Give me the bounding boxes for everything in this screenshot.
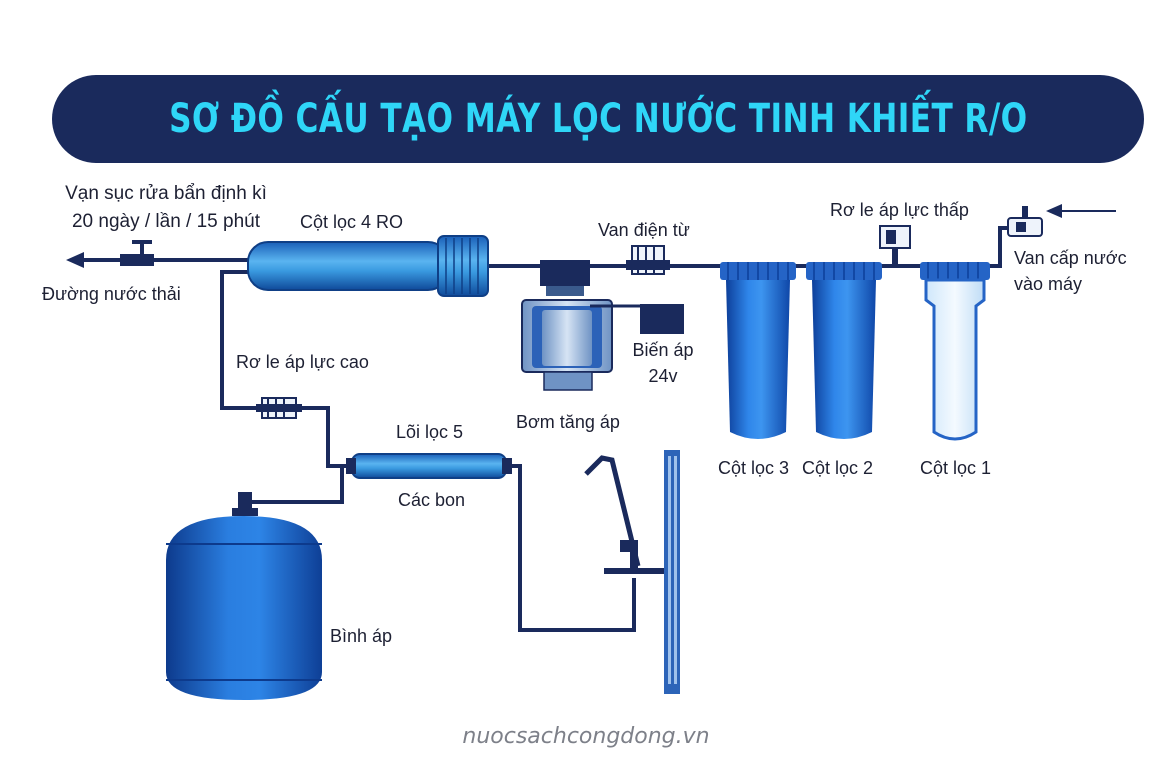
pipe-to-carbon: [296, 406, 352, 468]
inlet-valve-label-line2: vào máy: [1014, 274, 1083, 294]
filter-1-icon: [920, 262, 990, 441]
inlet-valve-icon: [1007, 206, 1043, 237]
filter-3-icon: [720, 262, 796, 439]
pipe-inlet: [990, 226, 1010, 268]
inlet-valve-label-line1: Van cấp nước: [1014, 248, 1127, 268]
flush-valve-label: Vạn sục rửa bẩn định kì 20 ngày / lần / …: [56, 182, 276, 234]
ro-membrane-housing-icon: [247, 235, 489, 297]
countertop-icon: [664, 450, 680, 694]
flush-valve-icon: [120, 240, 154, 266]
website-footer: nuocsachcongdong.vn: [462, 724, 710, 749]
pressure-tank-icon: [166, 492, 322, 700]
booster-pump-label: Bơm tăng áp: [516, 412, 620, 432]
transformer-icon: [640, 304, 684, 334]
transformer-label: Biến áp 24v: [628, 338, 698, 388]
solenoid-valve-label: Van điện từ: [598, 220, 690, 240]
inlet-arrow-icon: [1046, 204, 1116, 218]
waste-arrow-icon: [66, 252, 84, 268]
transformer-label-line2: 24v: [648, 366, 678, 386]
waste-line-label: Đường nước thải: [42, 284, 181, 304]
carbon-filter-icon: [346, 453, 512, 479]
filter-1-label: Cột lọc 1: [920, 458, 992, 478]
pipe-tank: [242, 466, 344, 510]
page-title: SƠ ĐỒ CẤU TẠO MÁY LỌC NƯỚC TINH KHIẾT R/…: [168, 96, 1028, 142]
low-pressure-switch-label: Rơ le áp lực thấp: [830, 200, 969, 220]
solenoid-valve-icon: [626, 245, 670, 275]
pressure-tank-label: Bình áp: [330, 626, 393, 646]
title-banner: SƠ ĐỒ CẤU TẠO MÁY LỌC NƯỚC TINH KHIẾT R/…: [52, 75, 1144, 163]
inlet-valve-label: Van cấp nước vào máy: [1014, 246, 1127, 296]
pipe-to-faucet: [506, 464, 636, 632]
filter-2-icon: [806, 262, 882, 439]
filter-3-label: Cột lọc 3: [718, 458, 790, 478]
booster-pump-icon: [521, 260, 640, 391]
ro-filter-label: Cột lọc 4 RO: [300, 212, 404, 232]
core-5-sublabel: Các bon: [398, 490, 466, 510]
pipe-ro-output: [220, 270, 262, 410]
high-pressure-switch-icon: [256, 397, 302, 419]
transformer-label-line1: Biến áp: [632, 340, 694, 360]
flush-valve-label-line1: Vạn sục rửa bẩn định kì: [65, 183, 267, 204]
high-pressure-switch-label: Rơ le áp lực cao: [236, 352, 369, 372]
faucet-icon: [584, 455, 664, 574]
filter-2-label: Cột lọc 2: [802, 458, 874, 478]
low-pressure-switch-icon: [879, 225, 911, 266]
flush-valve-label-line2: 20 ngày / lần / 15 phút: [71, 211, 261, 232]
core-5-label: Lõi lọc 5: [396, 422, 464, 442]
